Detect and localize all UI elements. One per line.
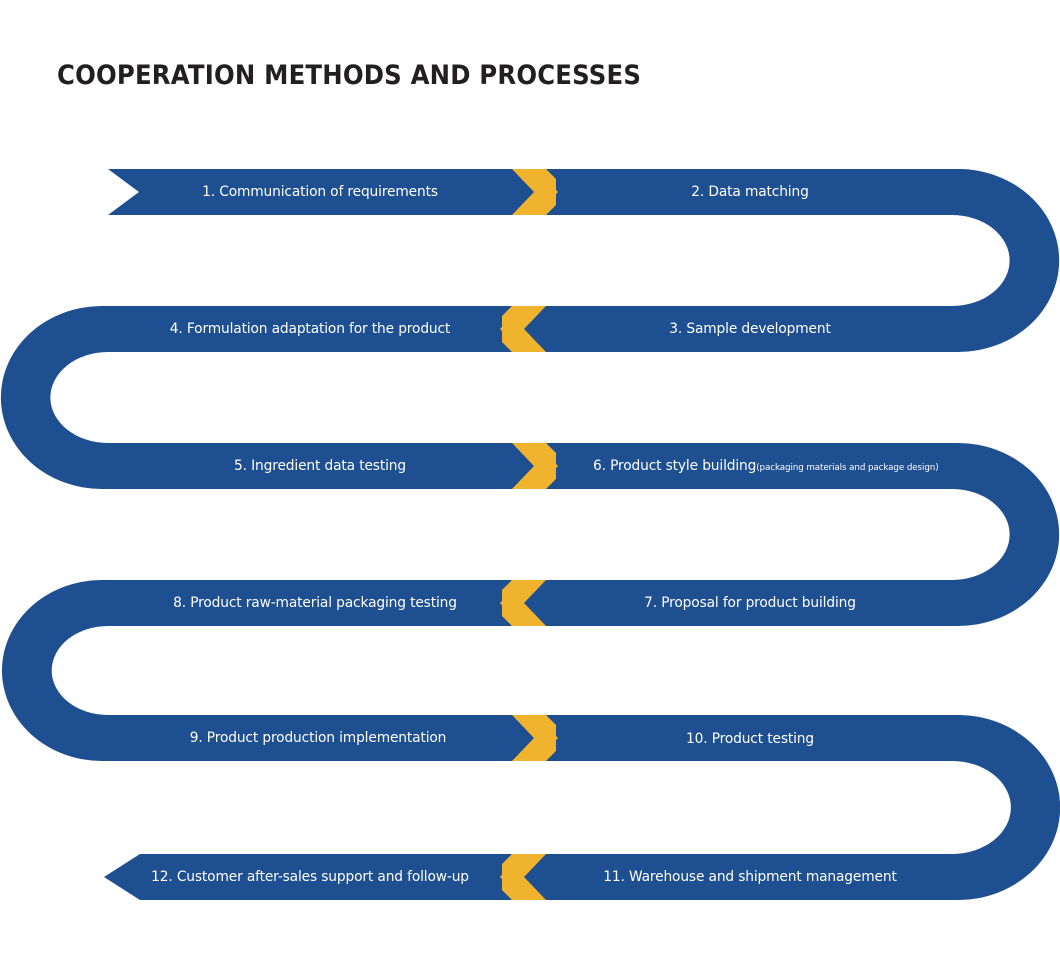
step-2-label: 2. Data matching	[691, 184, 809, 200]
step-11-label: 11. Warehouse and shipment management	[603, 869, 897, 885]
band-uturn-left-2	[1, 580, 121, 761]
step-3-label: 3. Sample development	[669, 321, 831, 337]
chevron-row-4-icon-b	[502, 580, 536, 626]
band-uturn-right-2	[940, 443, 1060, 626]
step-6-label-sub: (packaging materials and package design)	[756, 462, 939, 473]
step-12-label: 12. Customer after-sales support and fol…	[151, 869, 469, 885]
step-9-label: 9. Product production implementation	[189, 730, 447, 746]
band-uturn-right-3	[940, 715, 1060, 900]
band-uturn-right-1-solid	[940, 169, 1060, 352]
band-row-5	[100, 715, 958, 761]
serpentine-band	[0, 169, 1060, 900]
chevron-row-6-icon-b	[502, 854, 536, 900]
step-6-label: 6. Product style building(packaging mate…	[593, 458, 973, 474]
chevron-row-3-icon-b	[522, 443, 556, 489]
step-8-label: 8. Product raw-material packaging testin…	[173, 595, 457, 611]
step-10-label: 10. Product testing	[685, 731, 815, 747]
chevron-connectors	[500, 169, 558, 900]
band-row-4	[100, 580, 958, 626]
band-row-6	[104, 854, 958, 900]
band-uturn-left-1	[0, 306, 120, 489]
band-row-2	[100, 306, 958, 352]
step-1-label: 1. Communication of requirements	[202, 184, 438, 200]
step-6-label-main: 6. Product style building	[593, 458, 757, 474]
step-7-label: 7. Proposal for product building	[644, 595, 856, 611]
page-title: COOPERATION METHODS AND PROCESSES	[57, 60, 642, 91]
step-4-label: 4. Formulation adaptation for the produc…	[169, 321, 451, 337]
step-5-label: 5. Ingredient data testing	[234, 458, 406, 474]
chevron-row-1-icon-b	[522, 169, 556, 215]
chevron-row-2-icon-b	[502, 306, 536, 352]
band-row-3	[100, 443, 958, 489]
chevron-row-5-icon-b	[522, 715, 556, 761]
